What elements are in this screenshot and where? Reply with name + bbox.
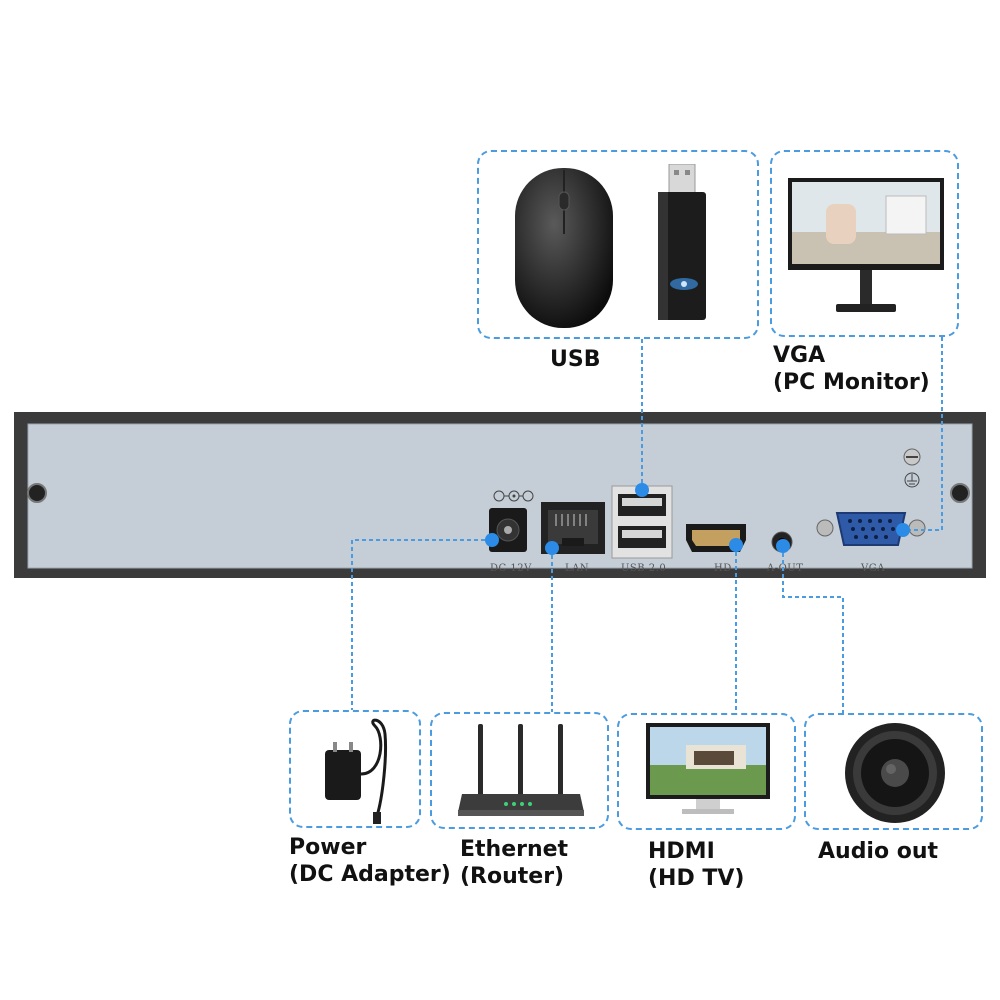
dc-12v-port — [489, 508, 527, 552]
vga-label: VGA (PC Monitor) — [773, 343, 930, 395]
port-label-vga: VGA — [861, 563, 885, 574]
port-label-dc: DC 12V — [490, 563, 532, 574]
vga-port — [816, 512, 926, 546]
mouse-icon — [515, 168, 613, 328]
router-icon — [458, 724, 584, 816]
screw-right-icon — [950, 483, 970, 503]
speaker-icon — [845, 723, 945, 823]
vga-device-box — [770, 150, 959, 337]
usb-device-box — [477, 150, 759, 339]
lan-port — [541, 502, 605, 554]
hdmi-port — [686, 524, 746, 552]
port-label-aout: A-OUT — [767, 563, 804, 574]
screw-left-icon — [27, 483, 47, 503]
hdmi-device-box — [617, 713, 796, 830]
hdmi-label: HDMI (HD TV) — [648, 839, 745, 891]
audio-out-port — [771, 531, 793, 553]
tv-icon — [646, 723, 770, 814]
ethernet-device-box — [430, 712, 609, 829]
audio-label: Audio out — [818, 839, 939, 864]
power-device-box — [289, 710, 421, 828]
power-label: Power (DC Adapter) — [289, 835, 451, 887]
ethernet-label: Ethernet (Router) — [460, 837, 569, 889]
port-label-lan: LAN — [565, 563, 590, 574]
dc-polarity-icon — [493, 490, 534, 502]
power-adapter-icon — [325, 718, 388, 824]
port-label-usb: USB 2.0 — [621, 563, 667, 574]
port-label-hd: HD — [714, 563, 732, 574]
usb-label: USB — [550, 347, 601, 372]
nvr-back-panel — [14, 412, 986, 578]
usb-dongle-icon — [658, 164, 706, 320]
monitor-icon — [788, 178, 944, 312]
audio-device-box — [804, 713, 983, 830]
usb-2-0-port — [611, 485, 673, 559]
